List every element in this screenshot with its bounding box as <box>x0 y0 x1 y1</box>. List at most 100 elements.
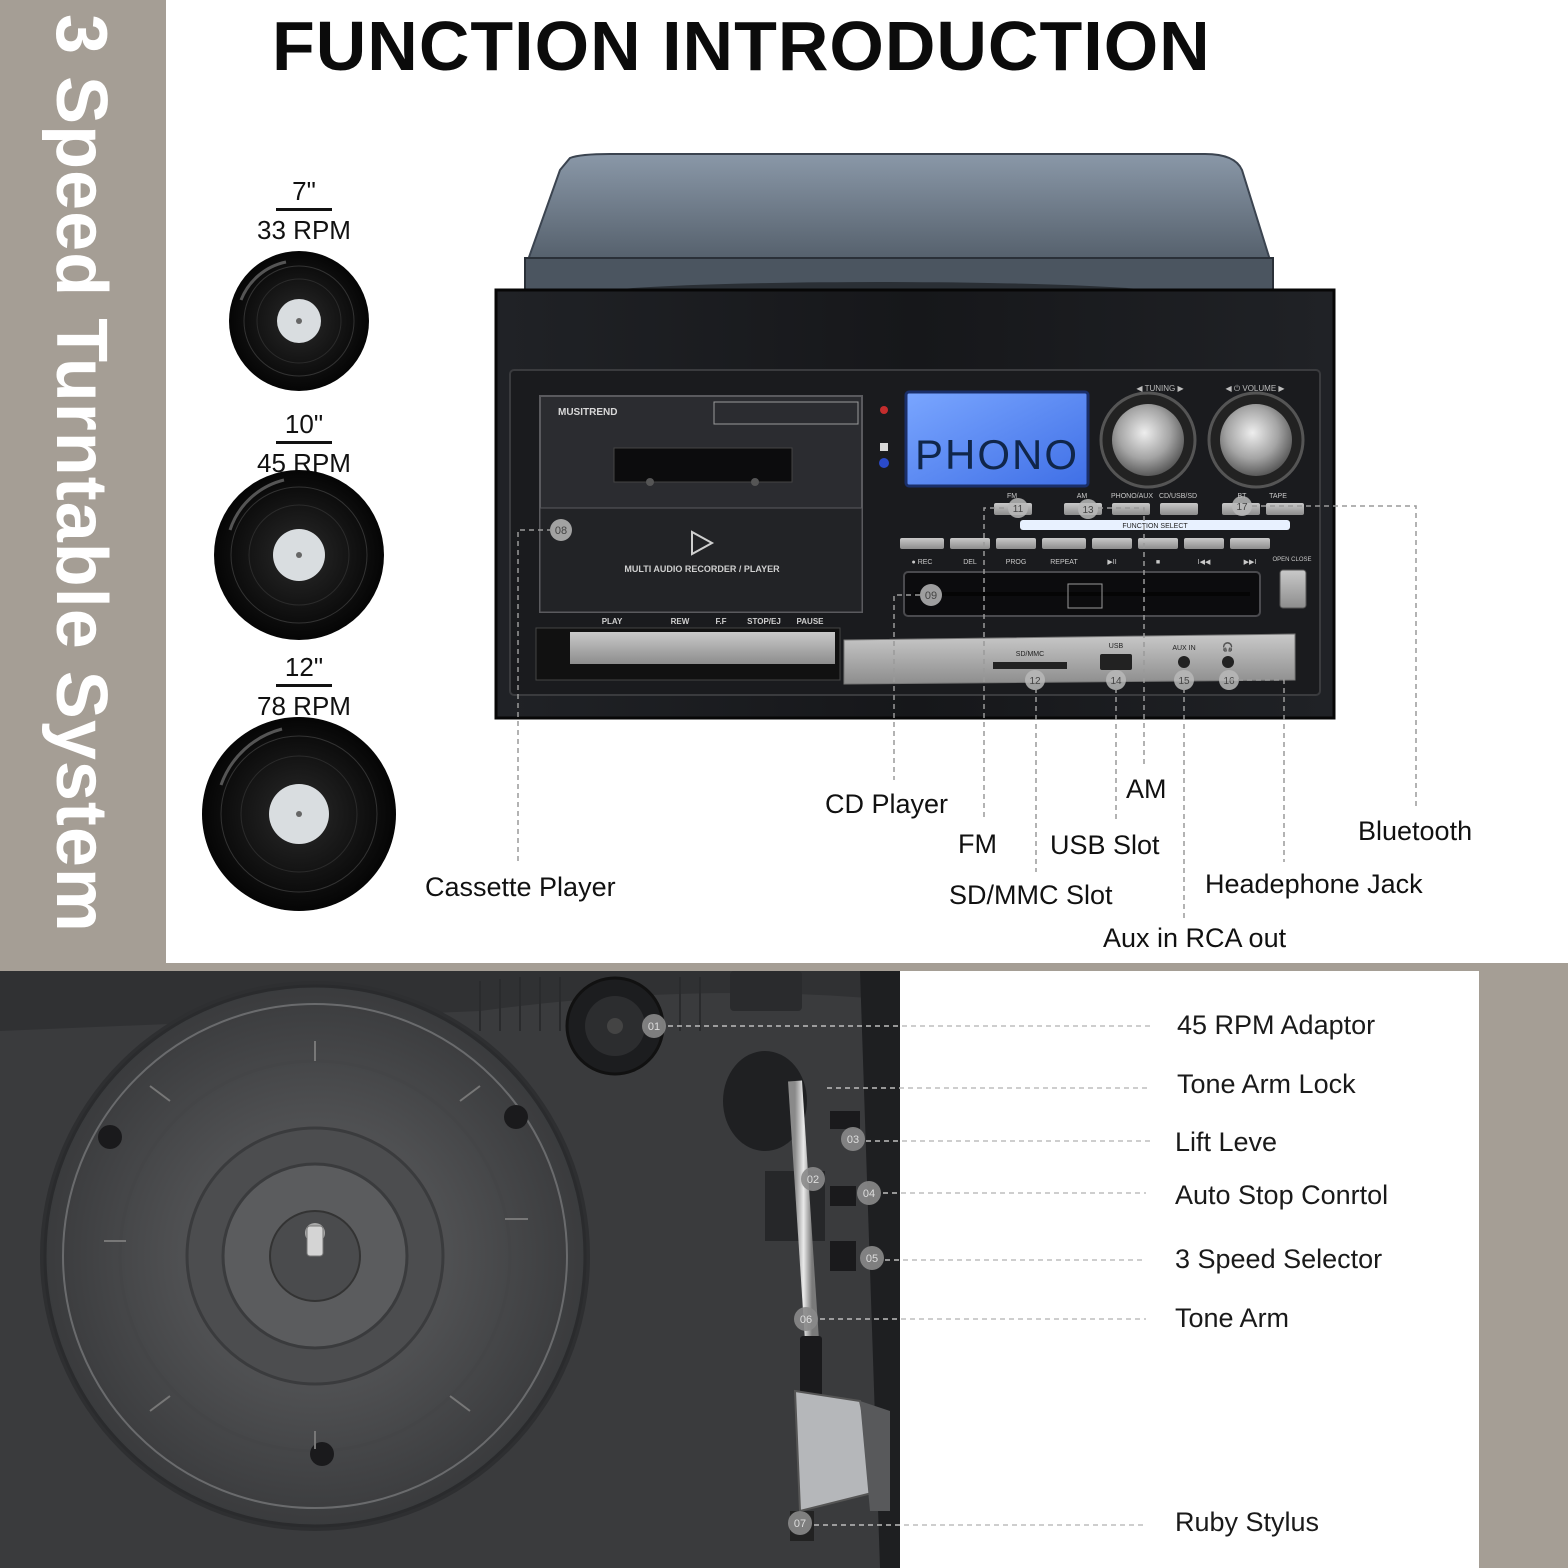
platter <box>40 981 590 1531</box>
cd-label-repeat: REPEAT <box>1050 559 1078 566</box>
record-rpm: 78 RPM <box>257 691 351 721</box>
mode-label-cd: CD/USB/SD <box>1159 493 1197 500</box>
record-indicator <box>880 406 888 414</box>
callout-cassette-player: Cassette Player <box>425 872 616 902</box>
badge-05: 05 <box>860 1246 884 1270</box>
record-size: 7" <box>292 176 316 206</box>
aux-jack[interactable] <box>1178 656 1190 668</box>
mode-button-phono[interactable] <box>1112 503 1150 515</box>
headphone-icon: 🎧 <box>1222 641 1233 652</box>
svg-text:12: 12 <box>1029 676 1041 687</box>
cd-label-prev: I◀◀ <box>1198 559 1211 566</box>
callout-am: AM <box>1126 774 1167 804</box>
callout-tone-arm: Tone Arm <box>1175 1303 1290 1333</box>
badge-09: 09 <box>920 584 942 606</box>
cd-button-prog[interactable] <box>996 538 1036 549</box>
cd-label-play: ▶II <box>1107 559 1116 566</box>
cd-button-prev[interactable] <box>1184 538 1224 549</box>
cd-label-next: ▶▶I <box>1244 559 1257 566</box>
svg-text:17: 17 <box>1236 502 1248 513</box>
lcd-text: PHONO <box>915 431 1079 478</box>
tuning-label: ◀ TUNING ▶ <box>1136 384 1184 393</box>
cd-button-next[interactable] <box>1230 538 1270 549</box>
badge-08: 08 <box>550 519 572 541</box>
callout-sd-slot: SD/MMC Slot <box>949 880 1113 910</box>
key-label-rew: REW <box>671 617 690 626</box>
svg-text:08: 08 <box>555 525 567 537</box>
cd-label-rec: ● REC <box>912 559 933 566</box>
key-label-pause: PAUSE <box>797 617 825 626</box>
cassette-deck: MUSITREND MULTI AUDIO RECORDER / PLAYER <box>539 395 863 613</box>
vinyl-record-10 <box>214 470 384 640</box>
fraction-bar <box>276 208 332 211</box>
cd-button-repeat[interactable] <box>1042 538 1086 549</box>
open-close-label: OPEN CLOSE <box>1272 557 1311 563</box>
svg-text:11: 11 <box>1013 504 1024 515</box>
record-size: 12" <box>284 652 324 682</box>
mode-label-fm: FM <box>1007 493 1017 500</box>
tone-arm <box>788 1080 819 1342</box>
tuning-knob[interactable] <box>1099 391 1197 489</box>
svg-text:03: 03 <box>847 1134 859 1146</box>
cassette-key-ff[interactable] <box>705 632 750 664</box>
cd-button-play[interactable] <box>1092 538 1132 549</box>
sidebar-band: 3 Speed Turntable System <box>0 0 166 963</box>
badge-07: 07 <box>788 1511 812 1535</box>
record-size: 10" <box>284 409 324 439</box>
cd-button-row: ● REC DEL PROG REPEAT ▶II ■ I◀◀ ▶▶I <box>900 538 1270 566</box>
port-label-usb: USB <box>1109 643 1124 650</box>
callout-cd-player: CD Player <box>825 789 949 819</box>
volume-knob[interactable] <box>1207 391 1305 489</box>
badge-01: 01 <box>642 1014 666 1038</box>
callout-lift-lever: Lift Leve <box>1175 1127 1278 1157</box>
sd-slot-port[interactable] <box>993 662 1067 669</box>
cassette-key-pause[interactable] <box>795 632 835 664</box>
cd-label-del: DEL <box>963 559 977 566</box>
badge-13: 13 <box>1078 499 1098 519</box>
mode-label-am: AM <box>1077 493 1088 500</box>
mode-button-tape[interactable] <box>1266 503 1304 515</box>
mode-label-tape: TAPE <box>1269 493 1287 500</box>
svg-text:09: 09 <box>925 590 937 602</box>
leader-fm <box>983 507 1004 820</box>
badge-17: 17 <box>1232 496 1252 516</box>
svg-text:15: 15 <box>1178 676 1190 687</box>
leader-am <box>1098 507 1145 768</box>
usb-port[interactable] <box>1100 654 1132 670</box>
mode-button-cd[interactable] <box>1160 503 1198 515</box>
page-title: FUNCTION INTRODUCTION <box>272 7 1211 85</box>
cd-slot <box>903 571 1261 617</box>
lcd-display: PHONO <box>904 390 1090 488</box>
key-label-play: PLAY <box>602 617 623 626</box>
cd-button-stop[interactable] <box>1138 538 1178 549</box>
svg-text:07: 07 <box>794 1518 806 1530</box>
svg-text:05: 05 <box>866 1253 878 1265</box>
badge-03: 03 <box>841 1127 865 1151</box>
cd-button-del[interactable] <box>950 538 990 549</box>
svg-text:13: 13 <box>1082 505 1094 516</box>
key-label-stop: STOP/EJ <box>747 617 781 626</box>
cassette-caption: MULTI AUDIO RECORDER / PLAYER <box>624 564 780 574</box>
callout-headphone-jack: Headephone Jack <box>1205 869 1423 899</box>
cassette-key-stop[interactable] <box>750 632 795 664</box>
cassette-key-play[interactable] <box>570 632 660 664</box>
callout-aux-rca: Aux in RCA out <box>1103 923 1287 953</box>
fraction-bar <box>276 441 332 444</box>
badge-04: 04 <box>857 1181 881 1205</box>
cd-button-rec[interactable] <box>900 538 944 549</box>
badge-11: 11 <box>1008 498 1028 518</box>
cassette-key-rew[interactable] <box>660 632 705 664</box>
cd-label-prog: PROG <box>1006 559 1027 566</box>
badge-12: 12 <box>1025 670 1045 690</box>
svg-text:16: 16 <box>1223 676 1235 687</box>
record-label-7: 7" 33 RPM <box>224 176 384 245</box>
cd-open-close-button[interactable] <box>1279 569 1307 609</box>
svg-text:14: 14 <box>1110 676 1122 687</box>
svg-text:06: 06 <box>800 1314 812 1326</box>
callout-45-rpm-adaptor: 45 RPM Adaptor <box>1177 1010 1376 1040</box>
adaptor-45-rpm <box>565 976 665 1076</box>
headphone-jack[interactable] <box>1222 656 1234 668</box>
tone-arm-assembly <box>723 971 890 1541</box>
record-rpm: 33 RPM <box>257 215 351 245</box>
